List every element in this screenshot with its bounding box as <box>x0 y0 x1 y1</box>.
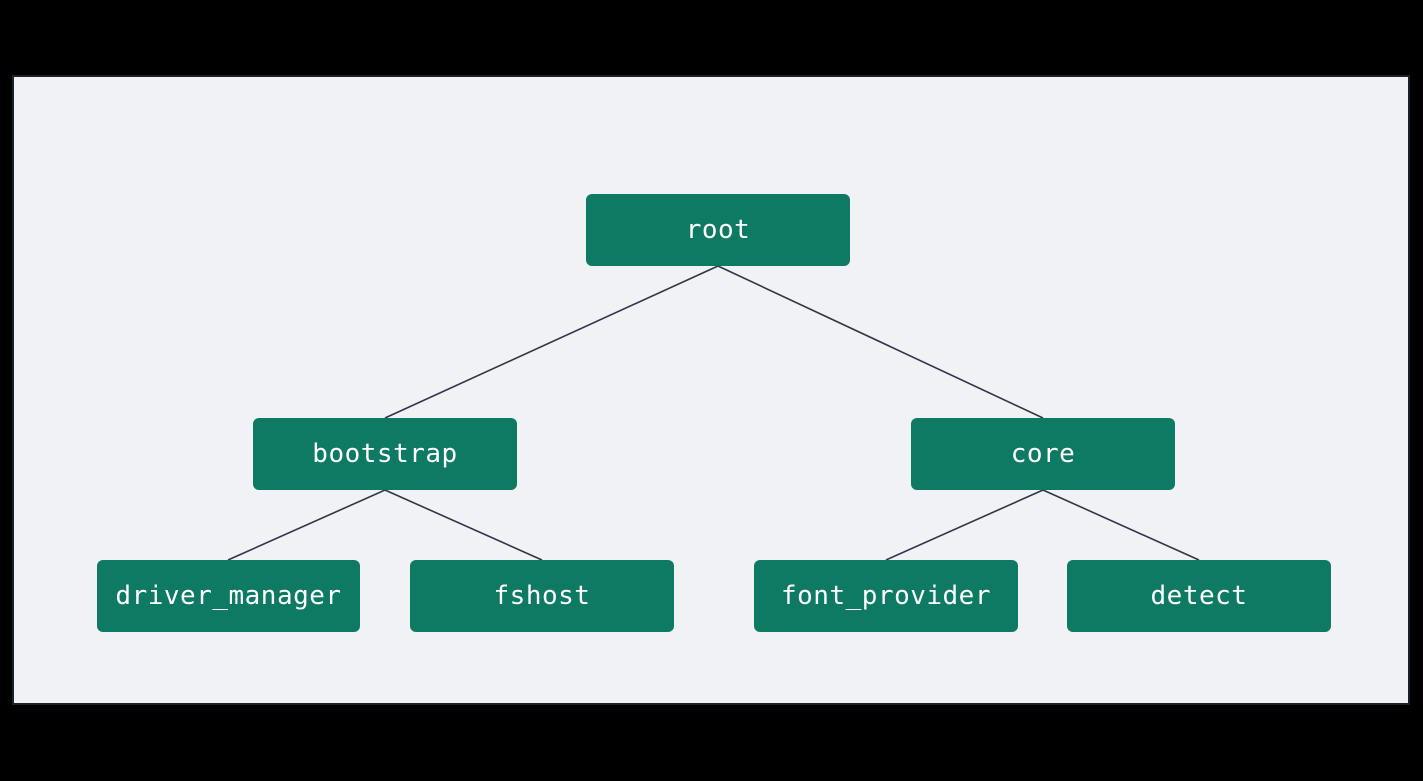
tree-node-detect[interactable]: detect <box>1067 560 1331 632</box>
tree-node-label-root: root <box>685 215 751 245</box>
tree-edges <box>227 265 1200 561</box>
tree-node-bootstrap[interactable]: bootstrap <box>253 418 517 490</box>
tree-edge-root-to-core <box>717 265 1044 419</box>
tree-node-label-driver_manager: driver_manager <box>115 581 342 611</box>
tree-node-fshost[interactable]: fshost <box>410 560 674 632</box>
tree-node-label-detect: detect <box>1150 581 1248 611</box>
tree-edge-root-to-bootstrap <box>384 265 719 419</box>
tree-node-label-bootstrap: bootstrap <box>312 439 458 469</box>
diagram-canvas: root bootstrap core driver_manager fshost fon… <box>12 75 1410 705</box>
tree-node-root[interactable]: root <box>586 194 850 266</box>
tree-node-label-font_provider: font_provider <box>781 581 991 611</box>
tree-node-label-fshost: fshost <box>493 581 591 611</box>
tree-edge-bootstrap-to-driver_manager <box>227 489 386 561</box>
tree-edge-core-to-font_provider <box>885 489 1044 561</box>
tree-edge-core-to-detect <box>1042 489 1200 561</box>
tree-node-font_provider[interactable]: font_provider <box>754 560 1018 632</box>
tree-node-label-core: core <box>1010 439 1076 469</box>
tree-node-core[interactable]: core <box>911 418 1175 490</box>
tree-node-driver_manager[interactable]: driver_manager <box>97 560 360 632</box>
tree-edge-bootstrap-to-fshost <box>384 489 543 561</box>
